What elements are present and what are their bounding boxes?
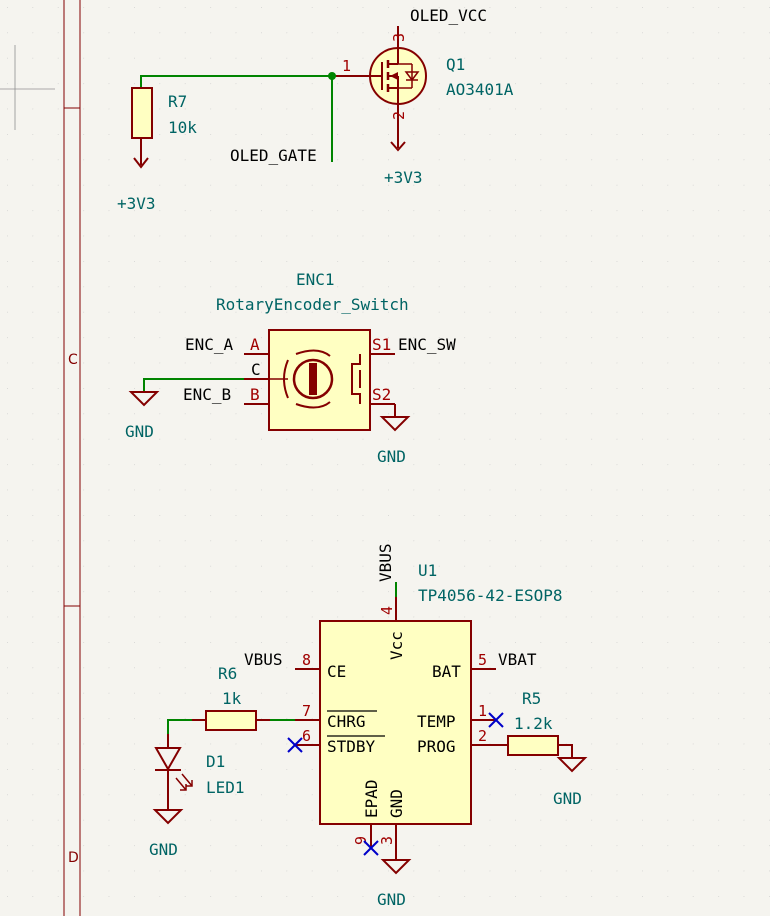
cursor-crosshair (0, 45, 55, 130)
no-connect-markers (287, 712, 504, 856)
q1-pin-2: 2 (390, 111, 408, 120)
u1-pin-gnd-name: GND (387, 789, 406, 818)
enc-gnd-left[interactable] (128, 378, 244, 407)
enc-a-net-label[interactable]: ENC_A (185, 335, 234, 354)
q1-reference: Q1 (446, 55, 465, 74)
u1-pin-9-num: 9 (352, 836, 370, 845)
r6-resistor[interactable] (192, 710, 295, 731)
u1-gnd-label: GND (377, 890, 406, 909)
r7-value: 10k (168, 118, 197, 137)
enc-b-net-label[interactable]: ENC_B (183, 385, 231, 404)
q1-mosfet[interactable] (336, 26, 427, 126)
enc1-symbol[interactable] (244, 329, 395, 431)
q1-pin-3: 3 (390, 33, 408, 42)
u1-pin-5-num: 5 (478, 651, 487, 669)
u1-pin-3-num: 3 (378, 836, 396, 845)
u1-pin-6-num: 6 (302, 727, 311, 745)
oled-gate-net-label[interactable]: OLED_GATE (230, 146, 317, 165)
q1-pin-1: 1 (342, 57, 351, 75)
u1-pin-temp-name: TEMP (417, 712, 456, 731)
r7-power-label: +3V3 (117, 194, 156, 213)
r5-resistor[interactable] (507, 735, 588, 773)
gate-wires (140, 75, 336, 162)
d1-reference: D1 (206, 752, 225, 771)
vbus-ce-net-label[interactable]: VBUS (244, 650, 283, 669)
u1-body[interactable] (295, 597, 508, 860)
u1-pin-8-num: 8 (302, 651, 311, 669)
enc1-pin-c: C (251, 360, 261, 379)
u1-value: TP4056-42-ESOP8 (418, 586, 563, 605)
border-zone-d: D (68, 850, 79, 866)
r5-reference: R5 (522, 689, 541, 708)
u1-pin-bat-name: BAT (432, 662, 461, 681)
q1-value: AO3401A (446, 80, 514, 99)
u1-reference: U1 (418, 561, 437, 580)
enc1-pin-s2: S2 (372, 385, 391, 404)
d1-gnd-label: GND (149, 840, 178, 859)
oled-vcc-net-label[interactable]: OLED_VCC (410, 6, 487, 25)
u1-pin-1-num: 1 (478, 702, 487, 720)
u1-gnd-symbol[interactable] (380, 859, 412, 875)
enc1-reference: ENC1 (296, 270, 335, 289)
u1-pin-chrg-name: CHRG (327, 712, 366, 731)
d1-led[interactable] (152, 719, 193, 825)
enc1-pin-b: B (250, 385, 260, 404)
d1-value: LED1 (206, 778, 245, 797)
vbus-top-net-label[interactable]: VBUS (376, 543, 395, 582)
enc-gnd-right[interactable] (379, 404, 411, 432)
u1-pin-epad-name: EPAD (362, 779, 381, 818)
u1-pin-4-num: 4 (378, 606, 396, 615)
enc1-pin-a: A (250, 335, 260, 354)
u1-pin-prog-name: PROG (417, 737, 456, 756)
q1-power-label: +3V3 (384, 168, 423, 187)
enc-sw-net-label[interactable]: ENC_SW (398, 335, 456, 354)
enc-gnd-right-label: GND (377, 447, 406, 466)
r7-resistor[interactable] (131, 87, 153, 169)
junction-dot (328, 72, 336, 80)
sheet-border (63, 0, 81, 916)
r5-gnd-label: GND (553, 789, 582, 808)
u1-pin-stdby-name: STDBY (327, 737, 376, 756)
r7-reference: R7 (168, 92, 187, 111)
border-zone-c: C (68, 352, 78, 368)
enc1-pin-s1: S1 (372, 335, 391, 354)
r5-value: 1.2k (514, 714, 553, 733)
u1-pin-2-num: 2 (478, 727, 487, 745)
u1-pin-7-num: 7 (302, 702, 311, 720)
enc-gnd-left-label: GND (125, 422, 154, 441)
vbat-net-label[interactable]: VBAT (498, 650, 537, 669)
u1-pin-ce-name: CE (327, 662, 346, 681)
u1-pin-vcc-name: Vcc (387, 631, 406, 660)
r6-value: 1k (222, 689, 242, 708)
r6-reference: R6 (218, 664, 237, 683)
enc1-value: RotaryEncoder_Switch (216, 295, 409, 314)
power-symbol-3v3-q1[interactable] (390, 126, 406, 152)
